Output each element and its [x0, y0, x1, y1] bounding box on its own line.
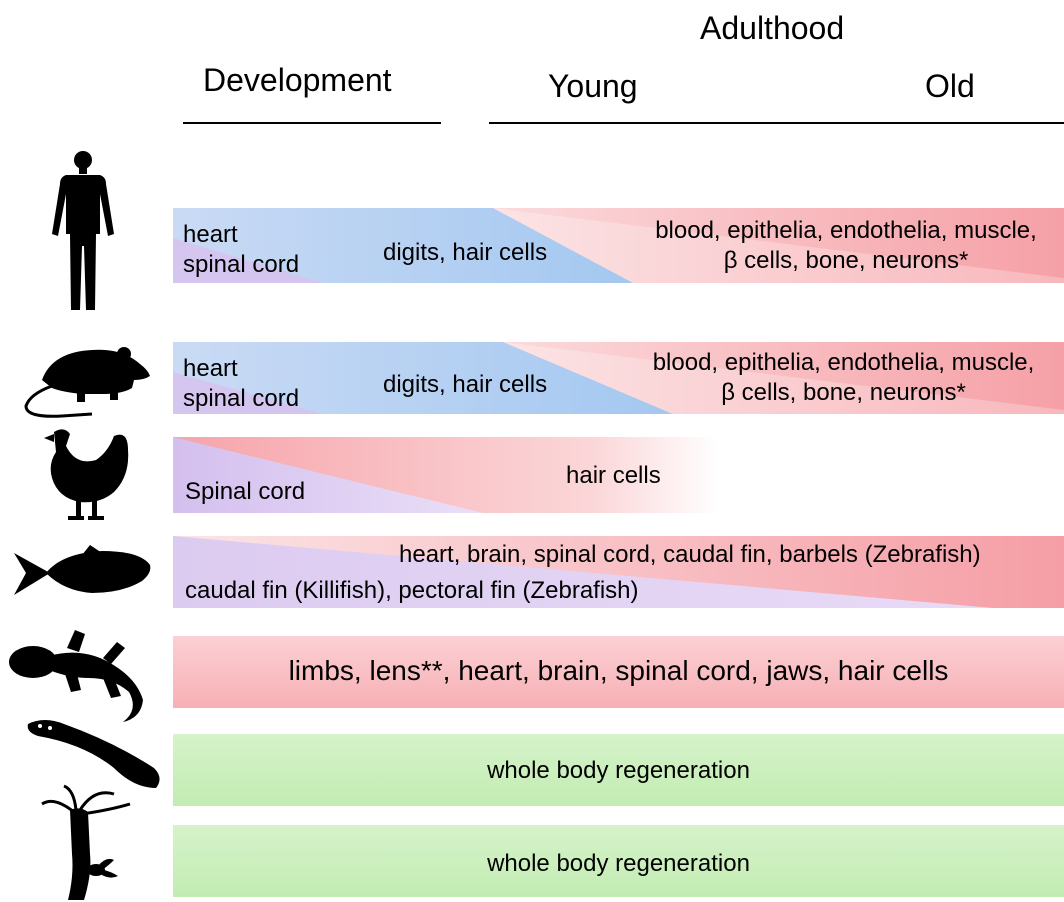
old-heading: Old [925, 70, 975, 102]
rodent-silhouette [22, 342, 152, 422]
fish-bottom-label: caudal fin (Killifish), pectoral fin (Ze… [185, 576, 639, 605]
fish-silhouette [12, 543, 152, 603]
adulthood-divider [489, 122, 1064, 124]
row-hydra-band: whole body regeneration [173, 825, 1064, 897]
human-dev-label-heart: heart [183, 220, 238, 249]
chicken-icon [36, 426, 132, 526]
fish-top-label: heart, brain, spinal cord, caudal fin, b… [399, 540, 981, 569]
rodent-adult-label-1: blood, epithelia, endothelia, muscle, [623, 348, 1064, 377]
fish-icon [12, 543, 152, 603]
young-heading: Young [548, 70, 638, 102]
rodent-adult-label-2: β cells, bone, neurons* [623, 378, 1064, 407]
salamander-label: limbs, lens**, heart, brain, spinal cord… [173, 654, 1064, 688]
adulthood-heading: Adulthood [700, 12, 844, 44]
row-fish-band: heart, brain, spinal cord, caudal fin, b… [173, 536, 1064, 608]
development-divider [183, 122, 441, 124]
rodent-dev-label-heart: heart [183, 354, 238, 383]
chicken-silhouette [36, 426, 132, 526]
rodent-icon [22, 342, 152, 422]
rodent-mid-label: digits, hair cells [383, 370, 547, 399]
human-adult-label-1: blood, epithelia, endothelia, muscle, [628, 216, 1064, 245]
planarian-label: whole body regeneration [173, 756, 1064, 785]
salamander-silhouette [5, 626, 155, 726]
chicken-adult-label: hair cells [566, 461, 661, 490]
row-salamander-band: limbs, lens**, heart, brain, spinal cord… [173, 636, 1064, 708]
human-adult-label-2: β cells, bone, neurons* [628, 246, 1064, 275]
human-dev-label-spinal-cord: spinal cord [183, 250, 299, 279]
row-planarian-band: whole body regeneration [173, 734, 1064, 806]
human-silhouette [48, 150, 118, 315]
row-rodent-band: heart spinal cord digits, hair cells blo… [173, 342, 1064, 414]
human-mid-label: digits, hair cells [383, 238, 547, 267]
hydra-icon [34, 784, 144, 902]
rodent-dev-label-spinal-cord: spinal cord [183, 384, 299, 413]
row-chicken-band: Spinal cord hair cells [173, 437, 1064, 513]
chicken-dev-label: Spinal cord [185, 477, 305, 506]
row-human-band: heart spinal cord digits, hair cells blo… [173, 208, 1064, 283]
salamander-icon [5, 626, 155, 726]
hydra-silhouette [34, 784, 144, 902]
development-heading: Development [203, 64, 392, 96]
human-icon [48, 150, 118, 315]
hydra-label: whole body regeneration [173, 849, 1064, 878]
